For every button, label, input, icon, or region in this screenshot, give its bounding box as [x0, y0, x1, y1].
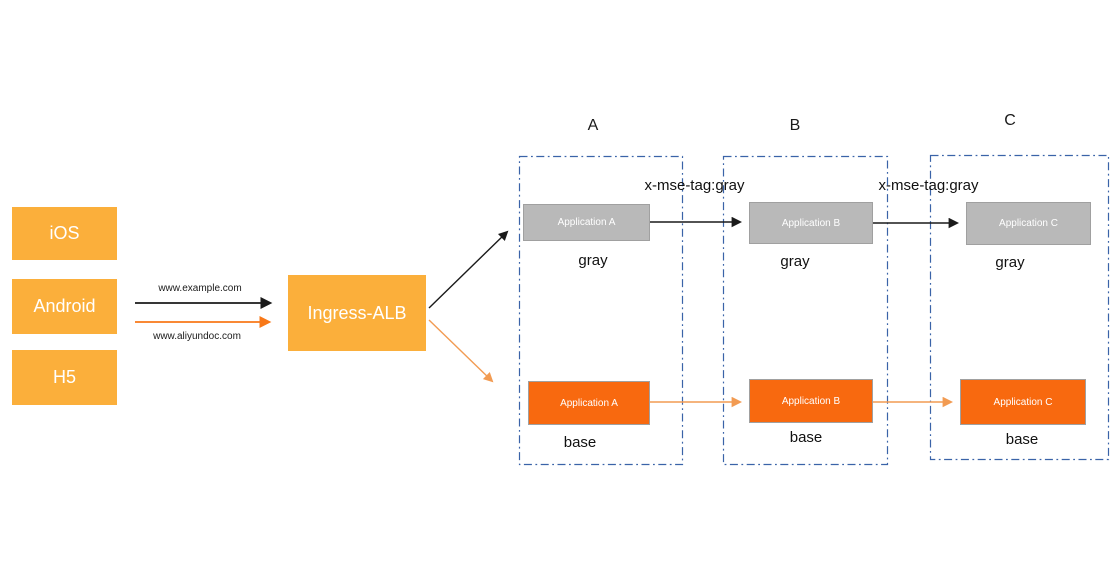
- route-label-example-domain: www.example.com: [158, 283, 242, 294]
- tag-label-gray-2: x-mse-tag:gray: [878, 177, 979, 194]
- app-box-base-a: Application A: [528, 381, 650, 425]
- group-name-a: A: [587, 117, 599, 134]
- client-box-android: Android: [12, 279, 117, 334]
- app-box-gray-c: Application C: [966, 202, 1091, 245]
- tier-label-base-c: base: [1005, 431, 1039, 448]
- arrow-gateway-to-gray-a: [428, 230, 509, 309]
- tier-label-gray-c: gray: [995, 254, 1025, 271]
- client-label-android: Android: [33, 296, 96, 316]
- app-box-gray-a: Application A: [523, 204, 650, 241]
- gateway-box-ingress-alb: Ingress-ALB: [288, 275, 426, 351]
- tier-label-base-a: base: [563, 434, 597, 451]
- app-box-gray-b: Application B: [749, 202, 873, 244]
- app-label-base-a: Application A: [560, 397, 618, 409]
- route-label-aliyundoc-domain: www.aliyundoc.com: [153, 331, 241, 342]
- client-box-h5: H5: [12, 350, 117, 405]
- app-label-gray-b: Application B: [781, 217, 841, 229]
- tier-label-gray-b: gray: [780, 253, 810, 270]
- app-box-base-b: Application B: [749, 379, 873, 423]
- app-label-base-b: Application B: [781, 395, 841, 407]
- group-name-c: C: [1004, 112, 1016, 129]
- client-box-ios: iOS: [12, 207, 117, 260]
- tier-label-gray-a: gray: [578, 252, 608, 269]
- app-label-base-c: Application C: [993, 396, 1053, 408]
- tag-label-gray-1: x-mse-tag:gray: [644, 177, 745, 194]
- gateway-label: Ingress-ALB: [307, 302, 407, 323]
- app-label-gray-c: Application C: [999, 218, 1058, 229]
- arrow-gateway-to-base-a: [428, 319, 494, 383]
- group-name-b: B: [789, 117, 801, 134]
- tier-label-base-b: base: [789, 429, 823, 446]
- client-label-h5: H5: [52, 367, 76, 387]
- app-box-base-c: Application C: [960, 379, 1086, 425]
- client-label-ios: iOS: [49, 223, 80, 243]
- app-label-gray-a: Application A: [557, 217, 616, 228]
